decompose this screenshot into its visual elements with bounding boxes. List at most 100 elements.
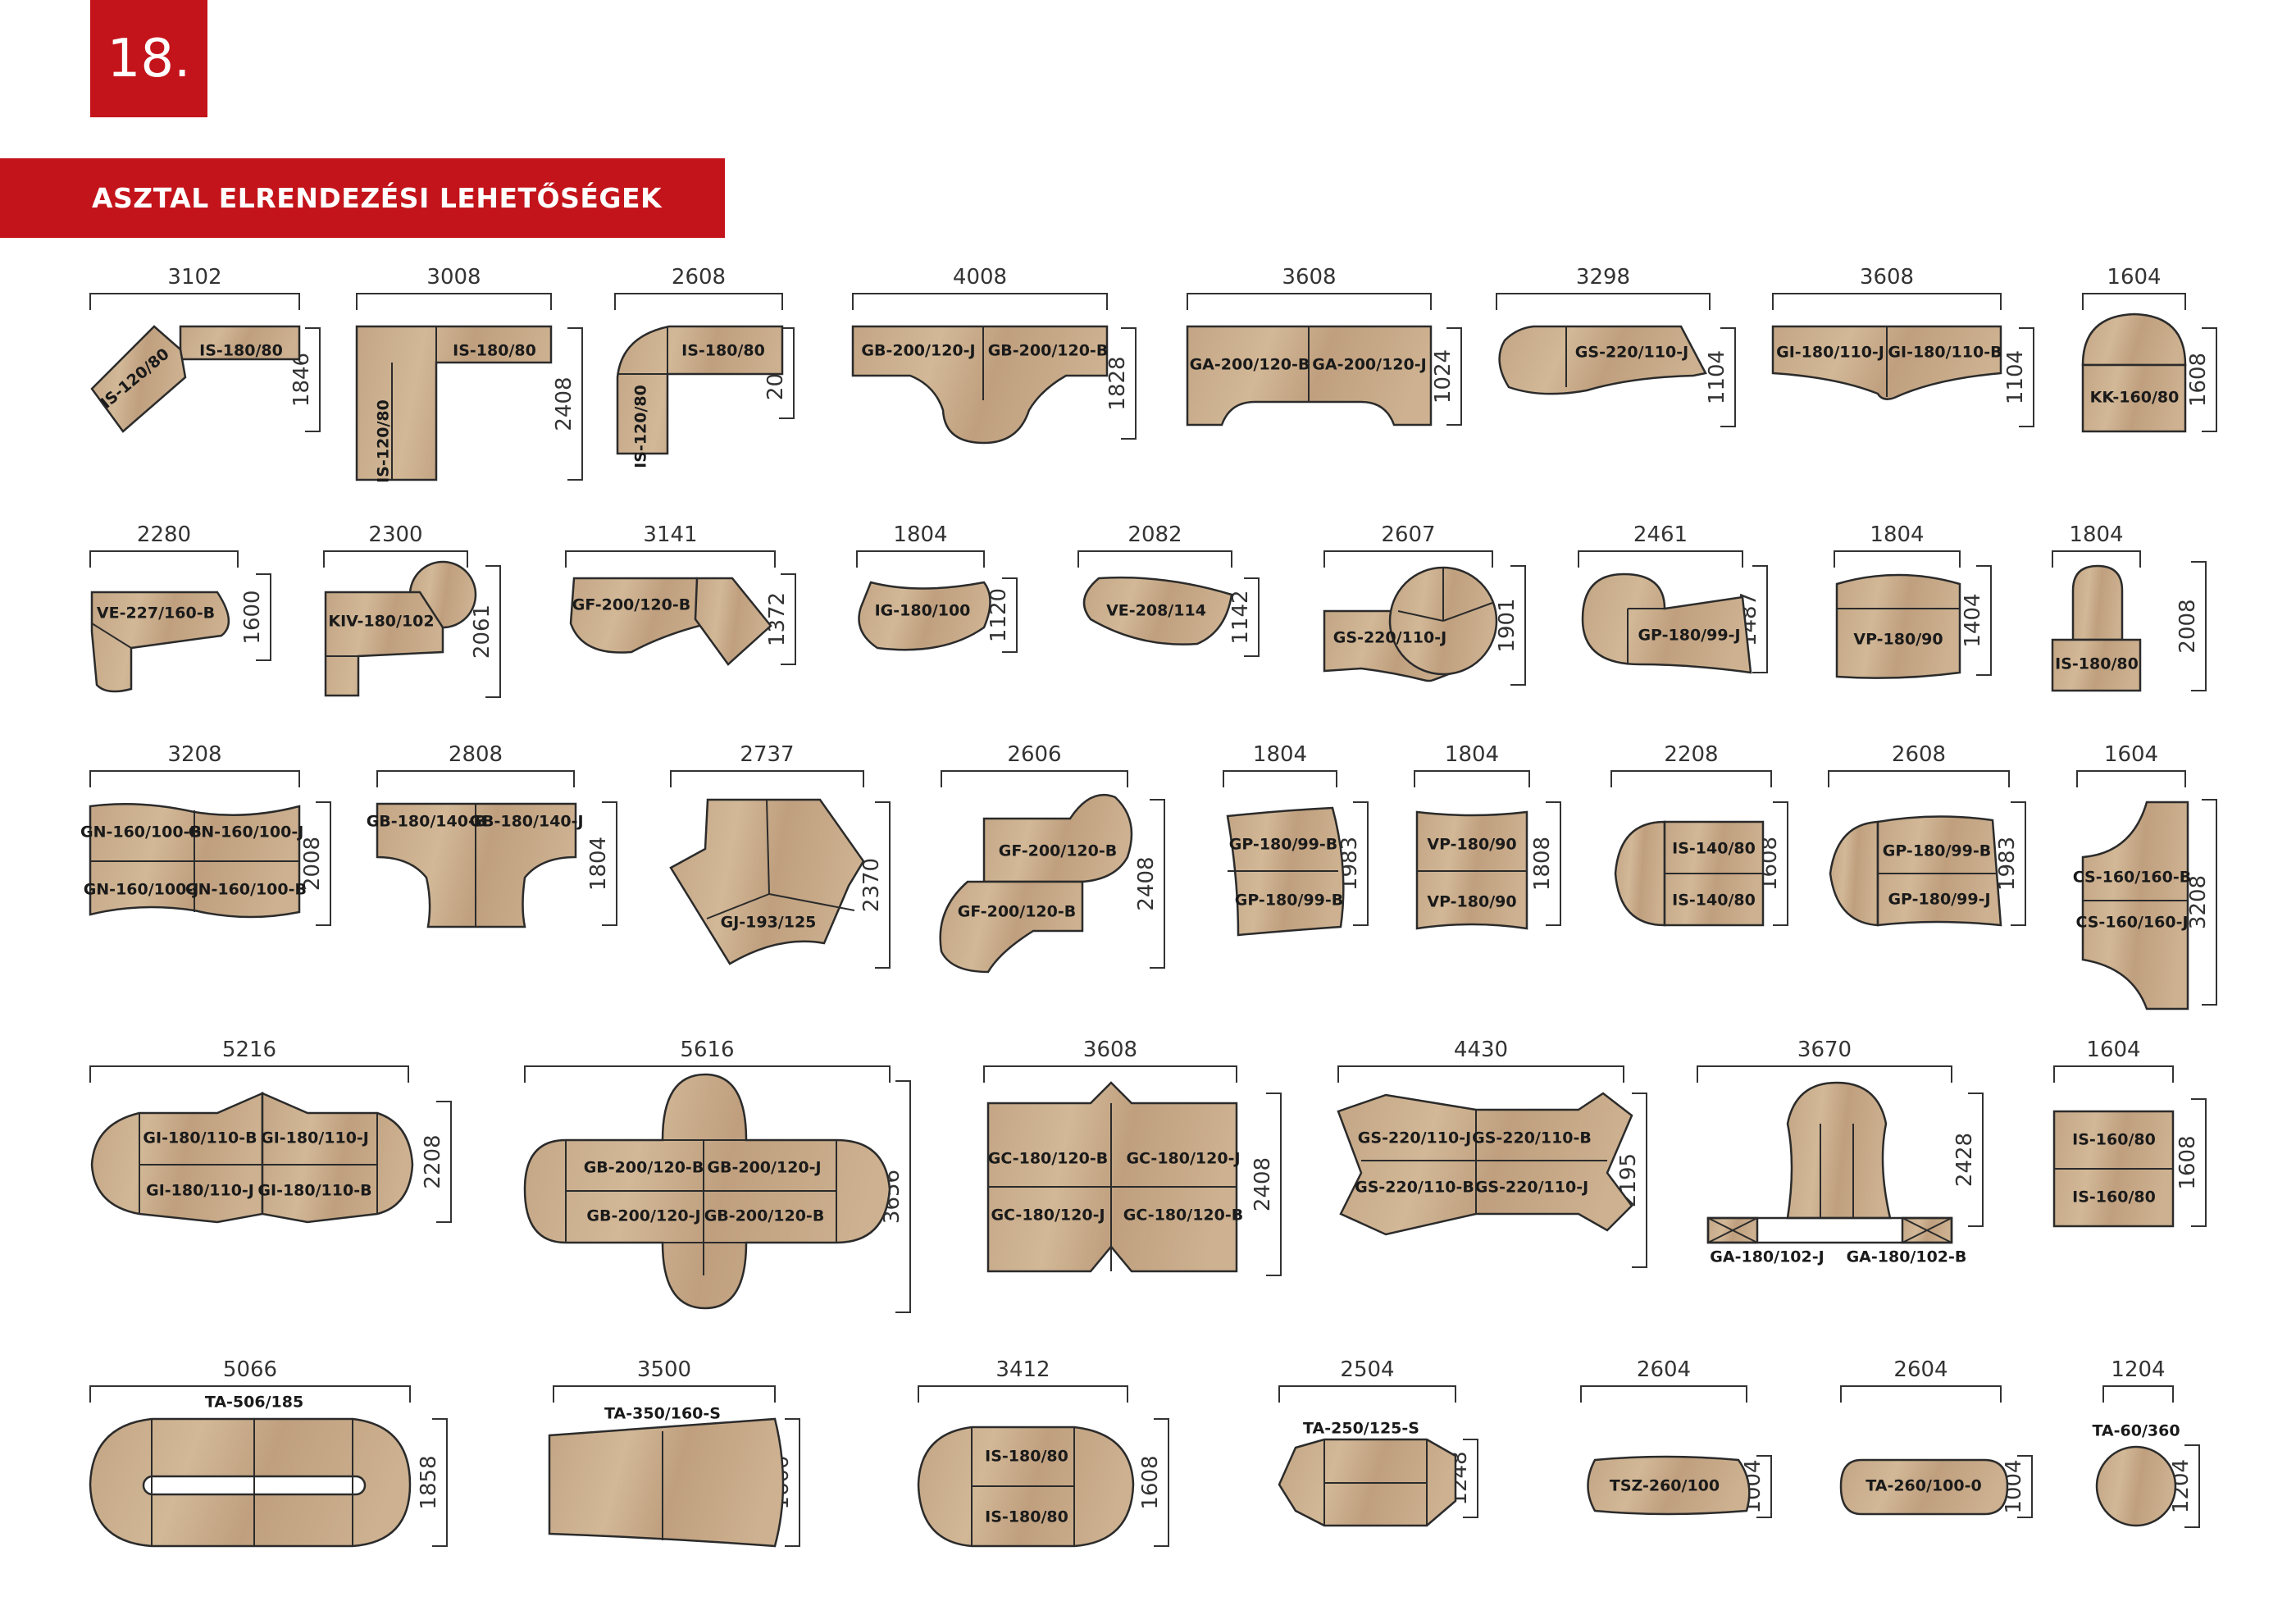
desk-model-label: IS-140/80 (1672, 840, 1756, 858)
desk-model-label: VP-180/90 (1427, 836, 1516, 854)
depth-dimension-line (1546, 801, 1561, 926)
width-dimension-line (89, 770, 300, 787)
layout-18: 32082008GN-160/100-BGN-160/100-JGN-160/1… (80, 742, 331, 926)
desk-model-label: GS-220/110-B (1472, 1129, 1592, 1147)
depth-dimension-line (1446, 327, 1462, 426)
desk-model-label: GI-180/110-B (143, 1129, 257, 1147)
depth-dimension-line (2191, 561, 2207, 691)
desk-model-label: GC-180/120-B (988, 1150, 1109, 1168)
desk-panel (1498, 325, 1707, 395)
depth-dimension: 1608 (2186, 353, 2211, 407)
desk-panel (2081, 801, 2189, 1010)
desk-model-label: IS-180/80 (985, 1448, 1068, 1466)
width-dimension: 3412 (995, 1357, 1050, 1382)
panel-seam (1902, 1217, 1952, 1243)
desk-model-label: KK-160/80 (2090, 389, 2180, 407)
width-dimension-line (670, 770, 864, 787)
depth-dimension-line (875, 801, 891, 969)
desk-model-label: IS-180/80 (199, 342, 283, 360)
depth-dimension-line (305, 327, 321, 432)
desk-model-label: GP-180/99-B (1229, 836, 1337, 854)
depth-dimension: 1104 (1705, 350, 1729, 404)
width-dimension: 3608 (1083, 1038, 1137, 1062)
width-dimension-line (614, 293, 783, 310)
depth-dimension: 2208 (421, 1134, 445, 1188)
width-dimension: 2606 (1007, 742, 1061, 767)
depth-dimension-line (1756, 1455, 1772, 1518)
width-dimension: 3298 (1576, 265, 1630, 290)
width-dimension: 4008 (953, 265, 1007, 290)
desk-model-label: GA-180/102-J (1710, 1248, 1824, 1266)
depth-dimension-line (436, 1101, 452, 1223)
desk-panel (851, 325, 1109, 445)
width-dimension-line (2052, 550, 2141, 568)
width-dimension-line (983, 1065, 1237, 1083)
width-dimension-line (1772, 293, 2002, 310)
desk-model-label: GB-200/120-B (584, 1159, 704, 1177)
desk-panel (1587, 1455, 1751, 1516)
desk-panel (939, 880, 1084, 974)
desk-panel (669, 798, 865, 965)
width-dimension: 3608 (1860, 265, 1914, 290)
desk-panel (90, 325, 187, 433)
desk-model-label: IS-140/80 (1672, 892, 1756, 910)
desk-model-label: GS-220/110-J (1475, 1179, 1588, 1197)
page-number: 18. (90, 0, 207, 117)
width-dimension-line (856, 550, 985, 568)
width-dimension: 3102 (167, 265, 221, 290)
depth-dimension-line (1720, 327, 1736, 427)
desk-model-label: GB-180/140-B (367, 813, 487, 831)
desk-model-label: GN-160/100-J (84, 881, 199, 899)
panel-seam (768, 893, 855, 911)
depth-dimension: 1372 (765, 592, 790, 646)
desk-model-label: KIV-180/102 (328, 613, 434, 631)
depth-dimension: 1404 (1961, 593, 1985, 647)
desk-model-label: GB-200/120-B (988, 342, 1109, 360)
depth-dimension-line (432, 1418, 448, 1547)
desk-model-label: GA-200/120-J (1312, 356, 1426, 374)
depth-dimension-line (895, 1080, 911, 1313)
width-dimension-line (941, 770, 1128, 787)
desk-model-label: GB-200/120-J (586, 1207, 700, 1225)
width-dimension: 2808 (449, 742, 503, 767)
depth-dimension-line (1632, 1093, 1647, 1268)
width-dimension: 1804 (1445, 742, 1499, 767)
depth-dimension-line (781, 573, 796, 665)
width-dimension-line (1278, 1385, 1456, 1403)
width-dimension: 2280 (137, 522, 191, 547)
width-dimension: 2604 (1637, 1357, 1691, 1382)
desk-model-label: GN-160/100-J (189, 823, 304, 842)
depth-dimension-line (1150, 799, 1165, 969)
depth-dimension-line (1976, 565, 1992, 676)
width-dimension: 2208 (1664, 742, 1718, 767)
width-dimension-line (89, 550, 239, 568)
width-dimension-line (1580, 1385, 1747, 1403)
depth-dimension-line (485, 565, 501, 698)
depth-dimension: 1828 (1105, 356, 1130, 410)
desk-model-label: IS-160/80 (2072, 1188, 2156, 1207)
width-dimension-line (89, 1065, 409, 1083)
desk-panel (986, 1081, 1238, 1273)
depth-dimension-line (1463, 1439, 1478, 1518)
width-dimension: 2608 (672, 265, 726, 290)
width-dimension-line (1337, 1065, 1624, 1083)
width-dimension-line (2076, 770, 2186, 787)
desk-panel (694, 577, 772, 666)
desk-model-label: GB-200/120-J (707, 1159, 821, 1177)
desk-model-label: IG-180/100 (875, 602, 971, 620)
desk-panel (2051, 638, 2142, 692)
panel-seam (1707, 1217, 1758, 1243)
desk-panel (1786, 1081, 1892, 1220)
width-dimension: 1804 (1253, 742, 1307, 767)
width-dimension-line (1223, 770, 1337, 787)
width-dimension: 1804 (893, 522, 947, 547)
